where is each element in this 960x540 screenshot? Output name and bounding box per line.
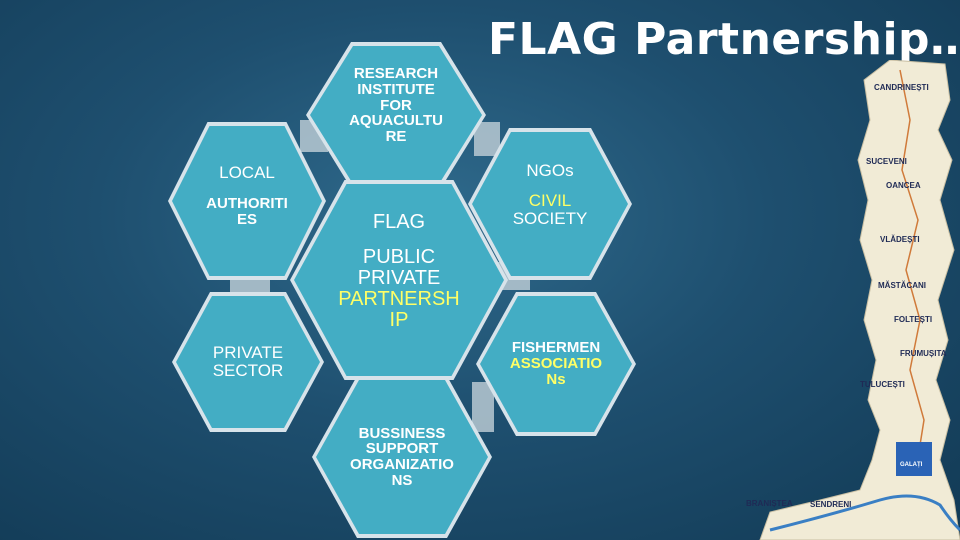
hex-research-line1: RESEARCH	[353, 65, 439, 82]
map-label-sendreni: SENDRENI	[810, 500, 851, 509]
hex-fishermen-line2: ASSOCIATIO	[509, 355, 603, 373]
map-label-foltesti: FOLTEȘTI	[894, 315, 932, 324]
hex-fishermen-line3: Ns	[546, 370, 566, 388]
hex-ngo-line2: CIVIL	[528, 190, 572, 210]
map-label-oancea: OANCEA	[886, 181, 921, 190]
connector	[472, 382, 494, 432]
hex-ngo-line3: SOCIETY	[512, 208, 588, 228]
hex-center-line2: PUBLIC	[362, 246, 436, 268]
hex-ngo-line1: NGOs	[526, 161, 574, 180]
map-galati-area	[896, 442, 932, 476]
hex-private-sector: PRIVATE SECTOR	[172, 292, 324, 432]
hex-business-line1: BUSSINESS	[358, 424, 446, 442]
hex-center-line3: PRIVATE	[357, 267, 441, 289]
hex-business-line4: NS	[391, 471, 413, 489]
map-label-vladesti: VLĂDEȘTI	[880, 235, 920, 244]
hex-center-line4: PARTNERSH	[338, 288, 460, 310]
map-region-shape	[759, 60, 960, 540]
map-label-suceveni: SUCEVENI	[866, 157, 907, 166]
hex-local-line3: ES	[236, 210, 257, 228]
region-map: CANDRINEȘTI SUCEVENI OANCEA VLĂDEȘTI MĂS…	[746, 60, 960, 540]
hex-flag-center: FLAG PUBLIC PRIVATE PARTNERSH IP	[290, 180, 508, 380]
hex-fishermen-line1: FISHERMEN	[511, 339, 601, 357]
map-label-frumusita: FRUMUȘITA	[900, 349, 947, 358]
connector	[474, 122, 500, 156]
hex-center-line1: FLAG	[372, 211, 426, 233]
map-label-mastacani: MĂSTĂCANI	[878, 281, 926, 290]
hex-private-line2: SECTOR	[212, 361, 284, 380]
hex-private-line1: PRIVATE	[212, 343, 284, 363]
hex-research-line4: AQUACULTU	[349, 112, 443, 130]
hex-fishermen-associations: FISHERMEN ASSOCIATIO Ns	[476, 292, 636, 436]
hex-research-line2: INSTITUTE	[357, 80, 435, 98]
hex-business-line2: SUPPORT	[365, 440, 439, 458]
map-label-candrinesti: CANDRINEȘTI	[874, 83, 929, 92]
slide-title: FLAG Partnership…	[488, 14, 960, 65]
map-label-branistea: BRANIȘTEA	[746, 499, 793, 508]
hex-business-support: BUSSINESS SUPPORT ORGANIZATIO NS	[312, 376, 492, 538]
map-road	[899, 69, 925, 471]
hex-research-line3: FOR	[380, 96, 412, 114]
hex-research-line5: RE	[385, 128, 407, 145]
hex-local-line2: AUTHORITI	[206, 194, 288, 212]
hex-business-line3: ORGANIZATIO	[350, 456, 454, 473]
hex-local-line1: LOCAL	[219, 163, 275, 182]
hex-center-line5: IP	[389, 309, 409, 331]
map-label-galati: GALAȚI	[900, 462, 923, 468]
map-label-tulucesti: TULUCEȘTI	[860, 380, 905, 389]
map-river	[769, 494, 960, 532]
hex-research-institute: RESEARCH INSTITUTE FOR AQUACULTU RE	[306, 42, 486, 188]
